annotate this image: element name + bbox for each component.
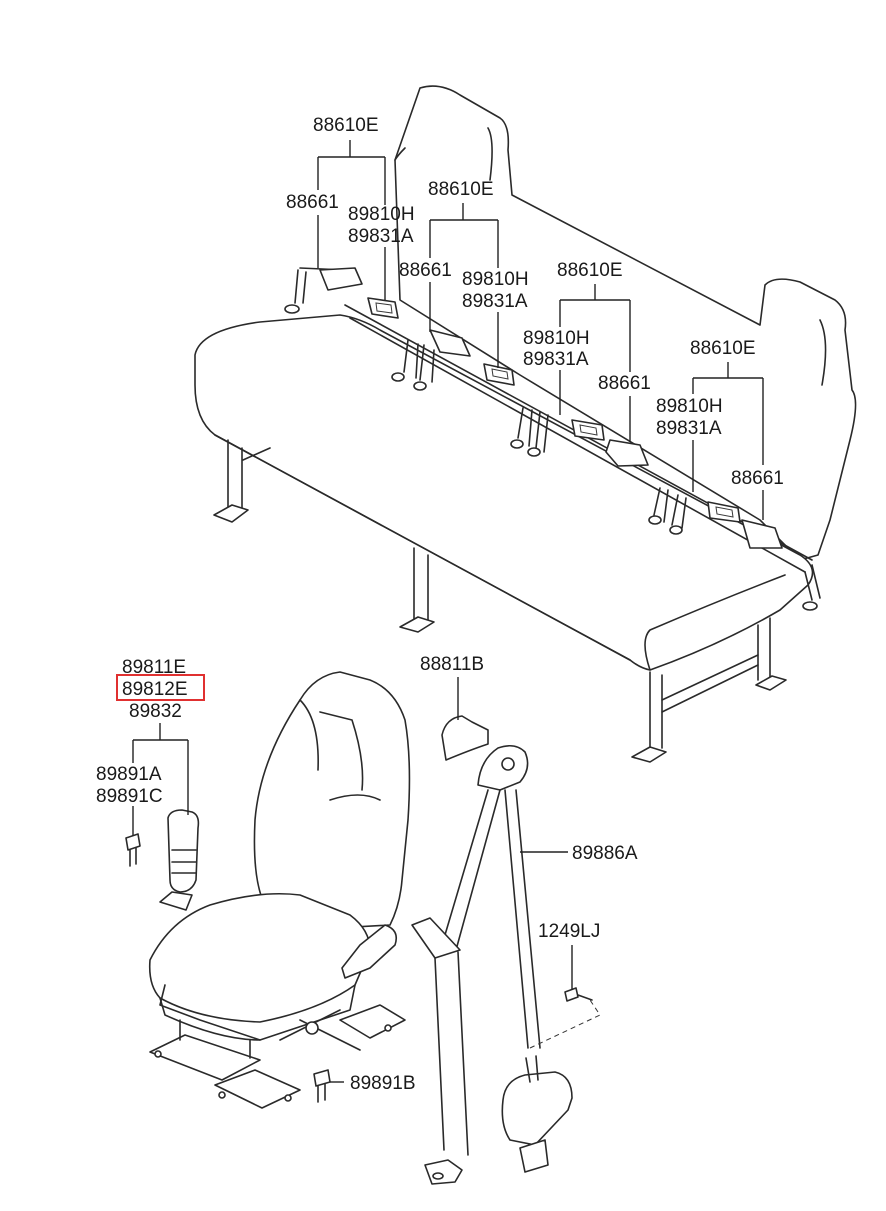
leader-lines bbox=[132, 140, 764, 1083]
label-89891b: 89891B bbox=[350, 1073, 416, 1094]
front-seat-belt bbox=[411, 744, 601, 1185]
front-seat bbox=[148, 671, 411, 1109]
cover-part bbox=[441, 715, 489, 761]
rear-bench-seat bbox=[194, 85, 857, 763]
label-89832: 89832 bbox=[129, 701, 182, 722]
label-88610e-mid: 88610E bbox=[428, 179, 494, 200]
label-88610e-top: 88610E bbox=[313, 115, 379, 136]
label-88661-left: 88661 bbox=[286, 192, 339, 213]
seat-bolt bbox=[313, 1069, 331, 1103]
label-89810h-mid: 89810H bbox=[462, 269, 529, 290]
label-89831a-right: 89831A bbox=[656, 418, 722, 439]
label-89810h-right: 89810H bbox=[656, 396, 723, 417]
label-89810h-center: 89810H bbox=[523, 328, 590, 349]
label-89886a: 89886A bbox=[572, 843, 638, 864]
highlight-box bbox=[116, 674, 205, 701]
buckle-bolt bbox=[125, 833, 141, 867]
label-88610e-right: 88610E bbox=[690, 338, 756, 359]
seat-belt-buckle bbox=[159, 809, 200, 911]
label-89831a-center: 89831A bbox=[523, 349, 589, 370]
label-89891a: 89891A bbox=[96, 764, 162, 785]
label-88661-mid: 88661 bbox=[399, 260, 452, 281]
label-88610e-center: 88610E bbox=[557, 260, 623, 281]
label-88811b: 88811B bbox=[420, 654, 484, 675]
label-89831a-left: 89831A bbox=[348, 226, 414, 247]
part-labels: 88610E 88661 89810H 89831A 88610E 88661 … bbox=[96, 115, 784, 1094]
label-89831a-mid: 89831A bbox=[462, 291, 528, 312]
label-89810h-left: 89810H bbox=[348, 204, 415, 225]
label-89891c: 89891C bbox=[96, 786, 163, 807]
label-88661-right: 88661 bbox=[731, 468, 784, 489]
label-89811e: 89811E bbox=[122, 657, 186, 678]
label-89812e: 89812E bbox=[122, 679, 188, 700]
label-1249lj: 1249LJ bbox=[538, 921, 600, 942]
label-88661-center: 88661 bbox=[598, 373, 651, 394]
retractor-bolt bbox=[564, 987, 593, 1002]
